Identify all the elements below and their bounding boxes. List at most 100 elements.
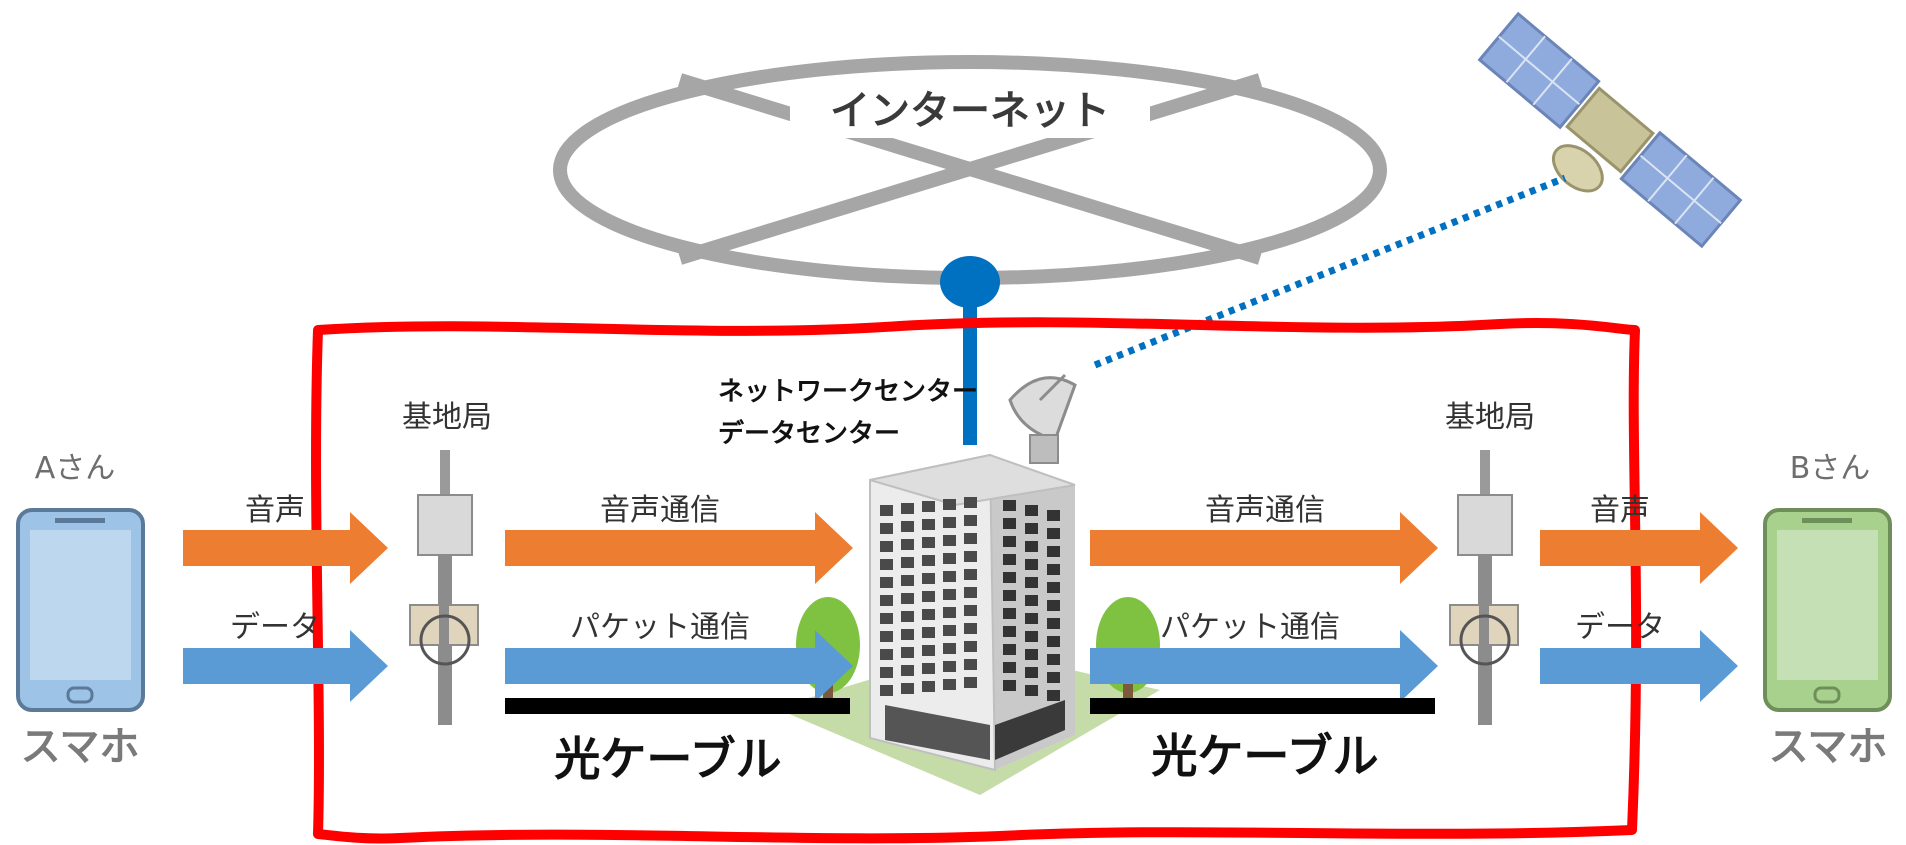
building-window: [880, 559, 893, 570]
building-window: [922, 609, 935, 620]
building-window: [922, 663, 935, 674]
person-b-label: Bさん: [1790, 451, 1871, 486]
building-window: [1025, 613, 1038, 624]
fiber-cable-left-label: 光ケーブル: [554, 732, 781, 786]
building-window: [1047, 510, 1060, 521]
fiber-cable-right-label: 光ケーブル: [1151, 729, 1378, 783]
voice-comm-label-left: 音声通信: [600, 493, 720, 528]
packet-comm-arrow-right: [1090, 630, 1438, 702]
voice-arrow-b: [1540, 512, 1738, 584]
building-window: [1025, 559, 1038, 570]
device-a-label: スマホ: [21, 724, 140, 770]
voice-label-a: 音声: [245, 493, 305, 528]
building-window: [922, 645, 935, 656]
base-station-right-icon: [1449, 450, 1519, 725]
building-window: [1003, 644, 1016, 655]
building-window: [922, 519, 935, 530]
building-window: [1003, 626, 1016, 637]
building-window: [964, 587, 977, 598]
building-window: [922, 501, 935, 512]
building-window: [1003, 554, 1016, 565]
building-window: [1047, 690, 1060, 701]
building-window: [880, 613, 893, 624]
satellite-icon: [1477, 11, 1743, 249]
building-window: [1003, 572, 1016, 583]
voice-label-b: 音声: [1590, 493, 1650, 528]
building-window: [901, 503, 914, 514]
data-label-a: データ: [230, 610, 320, 645]
packet-comm-label-left: パケット通信: [570, 610, 750, 645]
voice-comm-arrow-left: [505, 512, 853, 584]
base-station-left-label: 基地局: [402, 400, 492, 435]
building-window: [901, 611, 914, 622]
smartphone-b-icon: [1763, 508, 1892, 712]
building-window: [922, 591, 935, 602]
voice-arrow-a: [183, 512, 388, 584]
building-window: [901, 539, 914, 550]
building-window: [943, 499, 956, 510]
building-window: [964, 659, 977, 670]
building-window: [1047, 618, 1060, 629]
building-window: [943, 679, 956, 690]
building-window: [901, 629, 914, 640]
internet-cloud: インターネット: [553, 55, 1387, 285]
building-window: [1047, 654, 1060, 665]
data-center-label: データセンター: [718, 418, 900, 449]
building-window: [943, 643, 956, 654]
building-window: [901, 647, 914, 658]
building-window: [1003, 662, 1016, 673]
building-window: [964, 551, 977, 562]
building-window: [880, 505, 893, 516]
building-window: [1025, 649, 1038, 660]
building-window: [943, 535, 956, 546]
voice-comm-label-right: 音声通信: [1205, 493, 1325, 528]
building-window: [1047, 582, 1060, 593]
building-window: [943, 553, 956, 564]
data-label-b: データ: [1575, 610, 1665, 645]
building-window: [1025, 541, 1038, 552]
building-window: [964, 623, 977, 634]
building-window: [901, 557, 914, 568]
data-arrow-b: [1540, 630, 1738, 702]
data-center-building-icon: [869, 453, 1076, 772]
building-window: [943, 517, 956, 528]
building-window: [964, 497, 977, 508]
smartphone-a-icon: [16, 508, 145, 712]
building-window: [1003, 518, 1016, 529]
building-window: [964, 515, 977, 526]
building-window: [880, 541, 893, 552]
building-window: [901, 665, 914, 676]
building-window: [964, 641, 977, 652]
voice-comm-arrow-right: [1090, 512, 1438, 584]
building-window: [922, 627, 935, 638]
satellite-link: [1093, 174, 1567, 369]
building-window: [901, 683, 914, 694]
building-window: [1047, 546, 1060, 557]
building-window: [1047, 600, 1060, 611]
building-window: [1025, 505, 1038, 516]
building-window: [943, 589, 956, 600]
building-window: [880, 667, 893, 678]
building-window: [901, 593, 914, 604]
building-window: [1003, 608, 1016, 619]
packet-comm-label-right: パケット通信: [1160, 610, 1340, 645]
building-window: [1025, 595, 1038, 606]
data-arrow-a: [183, 630, 388, 702]
building-window: [1047, 564, 1060, 575]
building-window: [1047, 528, 1060, 539]
building-window: [922, 555, 935, 566]
building-window: [1025, 685, 1038, 696]
building-window: [943, 661, 956, 672]
building-window: [1025, 667, 1038, 678]
internet-connector: [940, 256, 1000, 445]
building-window: [901, 521, 914, 532]
internet-label: インターネット: [830, 88, 1110, 134]
building-window: [880, 523, 893, 534]
fiber-cable-left: [505, 698, 850, 714]
building-window: [943, 607, 956, 618]
building-window: [1003, 680, 1016, 691]
building-window: [922, 573, 935, 584]
building-window: [1003, 536, 1016, 547]
building-window: [1025, 577, 1038, 588]
